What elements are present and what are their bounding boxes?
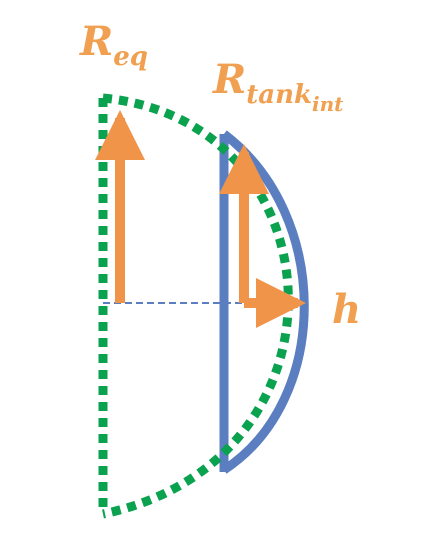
- h-label: h: [332, 286, 362, 333]
- r-tank-label: Rtankint: [213, 60, 343, 115]
- r-eq-label-sub: eq: [113, 42, 148, 72]
- r-tank-label-sub: tankint: [246, 80, 343, 114]
- r-tank-label-main: R: [213, 56, 247, 103]
- r-tank-label-subsub: int: [312, 92, 344, 116]
- r-eq-label: Req: [80, 22, 148, 71]
- r-tank-label-sub-text: tank: [246, 80, 313, 110]
- r-eq-label-main: R: [80, 18, 114, 65]
